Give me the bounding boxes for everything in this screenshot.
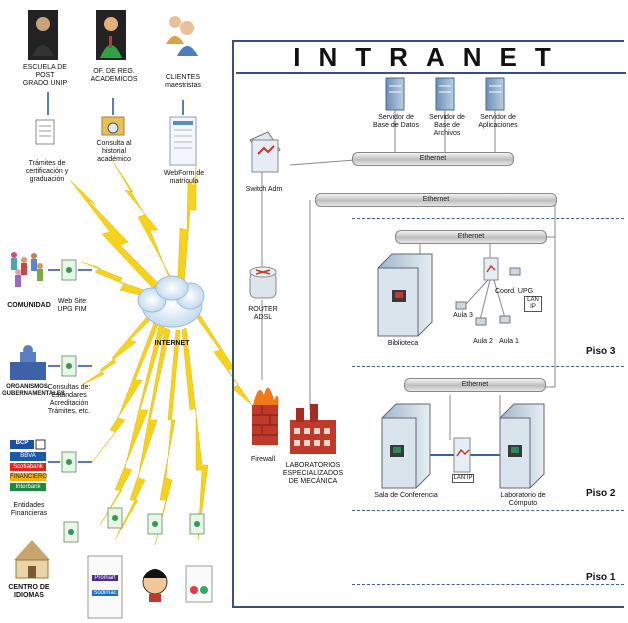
router-label: ROUTER ADSL: [248, 306, 278, 321]
community-people-icon: [11, 252, 43, 287]
conference-room-icon: [381, 403, 431, 489]
floor-label-3: Piso 3: [586, 346, 616, 357]
biblioteca-label: Biblioteca: [387, 340, 419, 347]
intranet-title: INTRANET: [236, 40, 626, 74]
server-label-apps: Servidor de Aplicaciones: [478, 114, 518, 129]
coord-label: Coord. UPG: [494, 288, 534, 295]
brand-promart: Promart: [94, 575, 116, 581]
webform-icon: [169, 116, 197, 166]
ad-flyer-icon: [87, 555, 123, 619]
lab-computo-label: Laboratorio de Cómputo: [500, 492, 546, 507]
lan-switch-icon: [453, 437, 471, 473]
folder-search-icon: [101, 116, 125, 136]
file-server-icon: [435, 77, 455, 111]
floor-label-2: Piso 2: [586, 488, 616, 499]
oficina-label: OF. DE REG. ACADEMICOS: [90, 68, 138, 83]
ethernet-bus-4: Ethernet: [404, 378, 546, 392]
ethernet-bus-2: Ethernet: [315, 193, 557, 207]
switch-label: Switch Adm: [245, 186, 283, 193]
ad-card-icon: [185, 565, 213, 603]
aula2-label: Aula 2: [473, 338, 493, 345]
internet-label: INTERNET: [154, 340, 190, 347]
bank-bbva: BBVA: [20, 453, 36, 459]
lan-ip-box-1: LAN IP: [524, 296, 542, 312]
floor-divider: [352, 366, 624, 367]
bank-scotiabank: Scotiabank: [13, 464, 43, 470]
government-building-icon: [10, 345, 46, 380]
coord-computer-icon: [509, 267, 521, 276]
internet-cloud-icon: [137, 275, 205, 328]
intranet-frame: [232, 40, 624, 608]
consulta-label: Consulta al historial académico: [96, 140, 132, 163]
coord-switch-icon: [483, 257, 499, 281]
brand-sodimac: Sodimac: [93, 590, 117, 596]
floor-divider: [352, 584, 624, 585]
server-label-db: Servidor de Base de Datos: [373, 114, 419, 129]
escuela-label: ESCUELA DE POST GRADO UNIP: [22, 64, 68, 87]
mascot-icon: [142, 569, 168, 602]
laboratory-building-icon: [290, 404, 336, 454]
aula1-computer-icon: [499, 315, 511, 324]
clientes-label: CLIENTES maestristas: [165, 74, 201, 89]
aula3-computer-icon: [455, 301, 467, 310]
lan-ip-box-2: LAN IP: [452, 474, 474, 483]
aula3-label: Aula 3: [453, 312, 473, 319]
firewall-label: Firewall: [250, 456, 276, 463]
document-icon: [35, 119, 55, 145]
webform-label: WebForm de matrícula: [163, 170, 205, 185]
firewall-icon: [252, 387, 279, 445]
floor-divider: [352, 218, 624, 219]
bank-interbank: Interbank: [15, 484, 41, 490]
registrar-user-icon: [96, 10, 126, 60]
lightning-connections: [69, 159, 253, 546]
comunidad-label: COMUNIDAD: [7, 302, 51, 309]
entidades-label: Entidades Financieras: [10, 502, 48, 517]
consultas-label: Consultas de: Estándares Acreditación Tr…: [47, 384, 91, 415]
centro-label: CENTRO DE IDIOMAS: [8, 584, 50, 599]
sala-label: Sala de Conferencia: [374, 492, 438, 499]
organismos-label: ORGANISMOS GUBERNAMENTALES: [2, 384, 65, 397]
tramites-label: Trámites de certificación y graduación: [25, 160, 69, 183]
floor-divider: [352, 510, 624, 511]
floor-label-1: Piso 1: [586, 572, 616, 583]
library-room-icon: [377, 253, 433, 337]
switch-icon: [249, 131, 281, 173]
laboratorios-label: LABORATORIOS ESPECIALIZADOS DE MECÁNICA: [282, 462, 344, 485]
bank-logos: [10, 439, 46, 491]
aula1-label: Aula 1: [499, 338, 519, 345]
database-server-icon: [385, 77, 405, 111]
student-user-icon: [28, 10, 58, 60]
bank-financiero: FINANCIERO: [10, 474, 48, 480]
application-server-icon: [485, 77, 505, 111]
language-center-icon: [14, 540, 50, 579]
aula2-computer-icon: [475, 317, 487, 326]
website-label: Web Site UPG FIM: [57, 298, 87, 313]
router-icon: [249, 266, 277, 299]
ethernet-bus-3: Ethernet: [395, 230, 547, 244]
bank-bcp: BCP: [15, 440, 29, 446]
server-label-files: Servidor de Base de Archivos: [429, 114, 465, 137]
ethernet-bus-1: Ethernet: [352, 152, 514, 166]
computer-lab-room-icon: [499, 403, 545, 489]
clients-users-icon: [166, 16, 198, 56]
